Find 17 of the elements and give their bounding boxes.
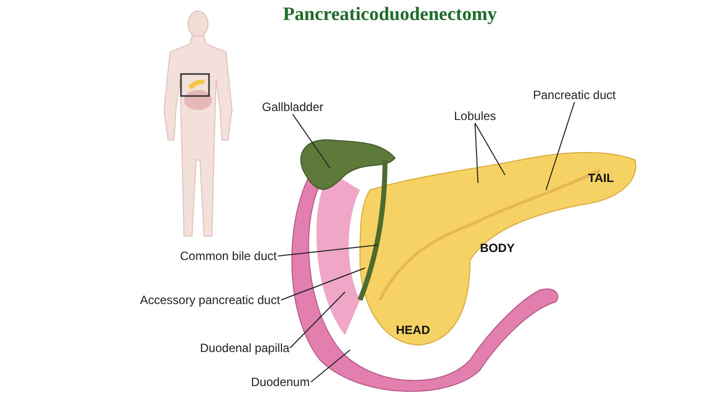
part-label: Common bile duct	[180, 249, 277, 263]
diagram-title: Pancreaticoduodenectomy	[282, 4, 498, 26]
region-label: TAIL	[588, 171, 614, 185]
leader-line	[290, 292, 346, 348]
leader-line	[310, 350, 350, 382]
part-label: Accessory pancreatic duct	[140, 293, 280, 307]
leader-line	[292, 114, 330, 168]
part-label: Gallbladder	[262, 100, 324, 114]
leader-line	[474, 122, 506, 176]
part-label: Duodenal papilla	[200, 341, 290, 355]
region-label: HEAD	[396, 323, 430, 337]
part-label: Duodenum	[251, 375, 310, 389]
part-label: Lobules	[454, 109, 496, 123]
part-label: Pancreatic duct	[533, 88, 616, 102]
leader-line	[546, 102, 575, 190]
leader-line	[474, 122, 478, 184]
region-label: BODY	[480, 241, 515, 255]
